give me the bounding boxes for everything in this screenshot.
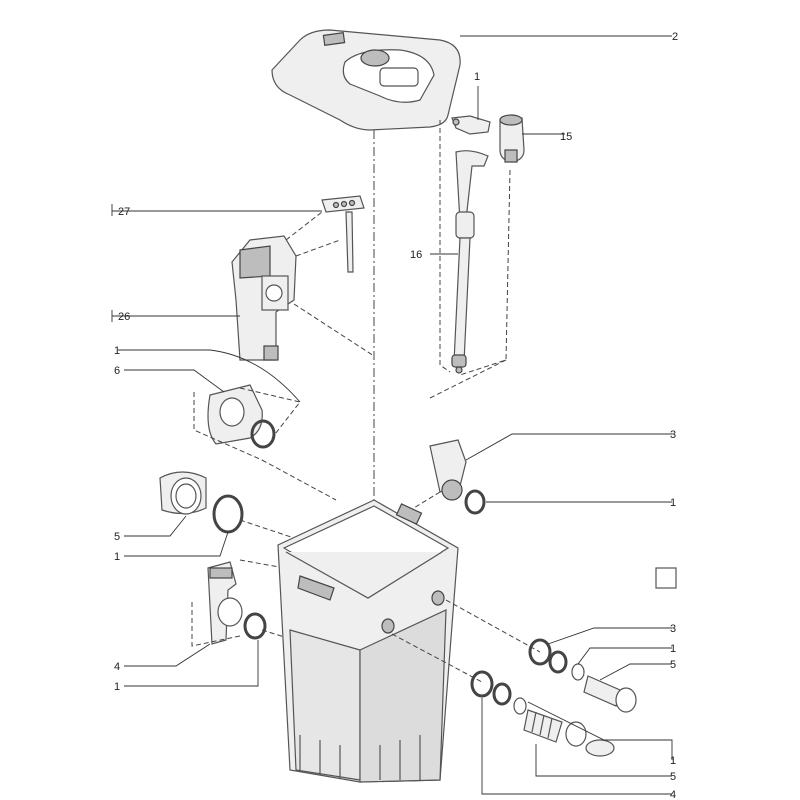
inlet-part-6 bbox=[207, 384, 263, 445]
callout-27: 27 bbox=[118, 206, 130, 218]
ring-part-1-e bbox=[548, 650, 568, 674]
filter-container bbox=[277, 499, 459, 783]
lid-part-2 bbox=[271, 29, 461, 131]
leader-6 bbox=[124, 369, 225, 393]
leader-1-right-b bbox=[577, 647, 672, 665]
clip-part-1-top bbox=[451, 115, 491, 135]
ring-part-1-f bbox=[571, 663, 585, 681]
callout-1-left-a: 1 bbox=[114, 345, 120, 357]
leader-3-right-b bbox=[547, 627, 672, 645]
ring-part-4-lower bbox=[470, 670, 494, 698]
callout-5-right-b: 5 bbox=[670, 771, 676, 783]
seal-ring-part-1-a bbox=[250, 419, 276, 449]
hose-tail-part-5-right-b bbox=[523, 709, 615, 757]
ring-part-1-h bbox=[513, 697, 527, 715]
seal-ring-part-1-b bbox=[212, 494, 244, 534]
callout-16: 16 bbox=[410, 249, 422, 261]
callout-5-left: 5 bbox=[114, 531, 120, 543]
valve-part-15 bbox=[499, 114, 525, 163]
pipe-part-16 bbox=[451, 150, 489, 374]
callout-3-right-a: 3 bbox=[670, 429, 676, 441]
leader-1-left-a bbox=[118, 349, 301, 403]
callout-2: 2 bbox=[672, 31, 678, 43]
callout-3-right-b: 3 bbox=[670, 623, 676, 635]
callout-5-right-a: 5 bbox=[670, 659, 676, 671]
right-upper-guide bbox=[445, 599, 541, 653]
pipe-guide-lines bbox=[429, 120, 511, 399]
plate-part-27 bbox=[321, 195, 365, 273]
connector-part-5-right-a bbox=[583, 675, 637, 713]
callout-15: 15 bbox=[560, 131, 572, 143]
callout-1-top: 1 bbox=[474, 71, 480, 83]
callout-4-bottom: 4 bbox=[670, 789, 676, 800]
seal-ring-part-1-c bbox=[243, 612, 267, 640]
housing-part-26 bbox=[231, 235, 297, 361]
leader-3-right-a bbox=[465, 433, 672, 461]
leader-4-bottom bbox=[481, 698, 672, 795]
seal-ring-part-1-d bbox=[464, 489, 486, 515]
outlet-part-4-left bbox=[207, 561, 243, 645]
leader-1-left-b bbox=[124, 531, 229, 557]
callout-1-right-a: 1 bbox=[670, 497, 676, 509]
leader-1-left-c bbox=[124, 640, 259, 687]
leader-27 bbox=[111, 204, 322, 216]
inlet-part-3-upper bbox=[429, 439, 467, 501]
ring-part-3-lower bbox=[528, 638, 552, 666]
callout-1-left-c: 1 bbox=[114, 681, 120, 693]
leader-4-left bbox=[124, 643, 211, 667]
ring-part-1-g bbox=[492, 682, 512, 706]
leader-5-right-b bbox=[535, 744, 672, 777]
inlet-6-guide bbox=[193, 387, 337, 501]
callout-6: 6 bbox=[114, 365, 120, 377]
leader-1-right-c bbox=[527, 701, 673, 760]
leader-26 bbox=[111, 310, 240, 322]
connector-part-5-left bbox=[159, 471, 207, 515]
leader-5-right-a bbox=[599, 663, 672, 681]
leader-5-left bbox=[124, 515, 187, 537]
callout-1-right-b: 1 bbox=[670, 643, 676, 655]
callout-4-left: 4 bbox=[114, 661, 120, 673]
right-lower-guide bbox=[391, 633, 483, 683]
callout-26: 26 bbox=[118, 311, 130, 323]
callout-1-left-b: 1 bbox=[114, 551, 120, 563]
connector-5-guide bbox=[239, 519, 301, 541]
callout-1-right-c: 1 bbox=[670, 755, 676, 767]
blank-label-box bbox=[655, 567, 677, 589]
housing-guide-lines bbox=[285, 211, 375, 357]
